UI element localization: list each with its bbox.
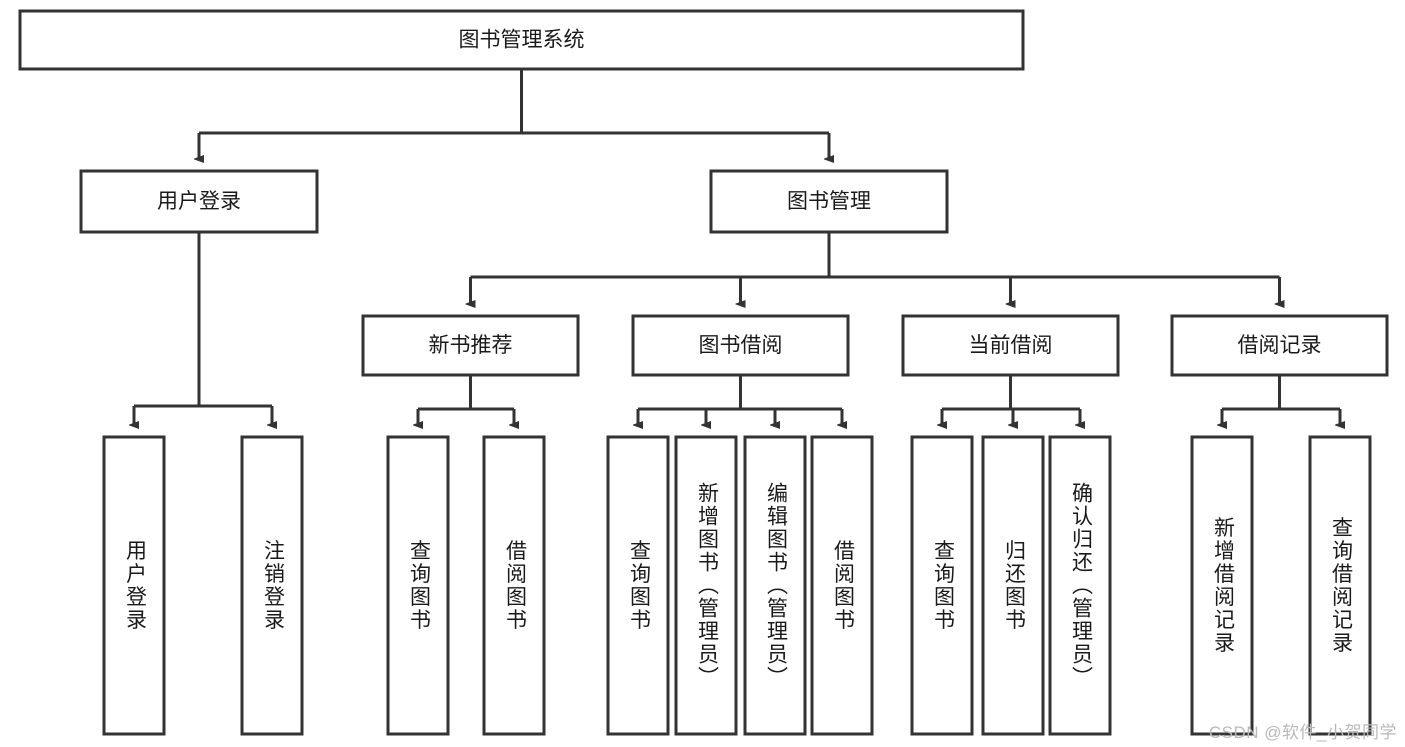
node-label: 借阅图书 xyxy=(831,540,855,632)
node-rect xyxy=(910,435,974,736)
node-leaf-11[interactable]: 新增借阅记录 xyxy=(1190,435,1254,736)
node-label: 用户登录 xyxy=(123,540,147,632)
node-root-0[interactable]: 图书管理系统 xyxy=(18,9,1025,71)
node-layer: 图书管理系统用户登录图书管理新书推荐图书借阅当前借阅借阅记录用户登录注销登录查询… xyxy=(18,9,1389,736)
node-label: 查询图书 xyxy=(931,540,955,632)
node-label: 归还图书 xyxy=(1002,540,1026,632)
node-rect xyxy=(606,435,670,736)
node-label: 注销登录 xyxy=(261,540,285,632)
node-l3-0[interactable]: 新书推荐 xyxy=(361,314,580,377)
node-rect xyxy=(631,314,850,377)
node-rect xyxy=(674,435,738,736)
node-leaf-1[interactable]: 注销登录 xyxy=(240,435,304,736)
node-leaf-10[interactable]: 确认归还（管理员） xyxy=(1048,435,1112,736)
node-label: 新书推荐 xyxy=(429,334,513,357)
node-label: 当前借阅 xyxy=(969,334,1053,357)
node-rect xyxy=(1048,435,1112,736)
node-label: 新增借阅记录 xyxy=(1211,517,1235,655)
node-rect xyxy=(743,435,807,736)
node-label: 查询图书 xyxy=(407,540,431,632)
node-label: 查询图书 xyxy=(627,540,651,632)
node-label: 借阅图书 xyxy=(503,540,527,632)
node-l3-2[interactable]: 当前借阅 xyxy=(901,314,1120,377)
node-rect xyxy=(386,435,450,736)
node-label: 用户登录 xyxy=(157,190,241,213)
node-label: 图书管理系统 xyxy=(459,29,585,52)
node-l2-0[interactable]: 用户登录 xyxy=(79,169,319,234)
node-label: 编辑图书（管理员） xyxy=(764,482,788,689)
node-rect xyxy=(901,314,1120,377)
node-rect xyxy=(1190,435,1254,736)
node-l3-1[interactable]: 图书借阅 xyxy=(631,314,850,377)
node-rect xyxy=(981,435,1045,736)
node-l2-1[interactable]: 图书管理 xyxy=(709,169,949,234)
node-leaf-8[interactable]: 查询图书 xyxy=(910,435,974,736)
node-leaf-2[interactable]: 查询图书 xyxy=(386,435,450,736)
node-rect xyxy=(102,435,166,736)
node-label: 图书借阅 xyxy=(699,334,783,357)
node-label: 借阅记录 xyxy=(1238,334,1322,357)
node-label: 新增图书（管理员） xyxy=(695,482,719,689)
node-leaf-7[interactable]: 借阅图书 xyxy=(810,435,874,736)
node-rect xyxy=(361,314,580,377)
node-rect xyxy=(1170,314,1389,377)
node-label: 查询借阅记录 xyxy=(1329,517,1353,655)
node-leaf-4[interactable]: 查询图书 xyxy=(606,435,670,736)
node-label: 确认归还（管理员） xyxy=(1069,482,1093,689)
node-rect xyxy=(240,435,304,736)
node-rect xyxy=(18,9,1025,71)
node-leaf-12[interactable]: 查询借阅记录 xyxy=(1308,435,1372,736)
node-leaf-6[interactable]: 编辑图书（管理员） xyxy=(743,435,807,736)
node-rect xyxy=(482,435,546,736)
node-rect xyxy=(1308,435,1372,736)
node-rect xyxy=(709,169,949,234)
watermark-text: CSDN @软件_小贺同学 xyxy=(1208,723,1397,742)
node-label: 图书管理 xyxy=(787,190,871,213)
node-leaf-0[interactable]: 用户登录 xyxy=(102,435,166,736)
node-leaf-3[interactable]: 借阅图书 xyxy=(482,435,546,736)
connector-layer xyxy=(134,69,1340,425)
node-l3-3[interactable]: 借阅记录 xyxy=(1170,314,1389,377)
node-rect xyxy=(810,435,874,736)
node-leaf-9[interactable]: 归还图书 xyxy=(981,435,1045,736)
node-leaf-5[interactable]: 新增图书（管理员） xyxy=(674,435,738,736)
node-rect xyxy=(79,169,319,234)
